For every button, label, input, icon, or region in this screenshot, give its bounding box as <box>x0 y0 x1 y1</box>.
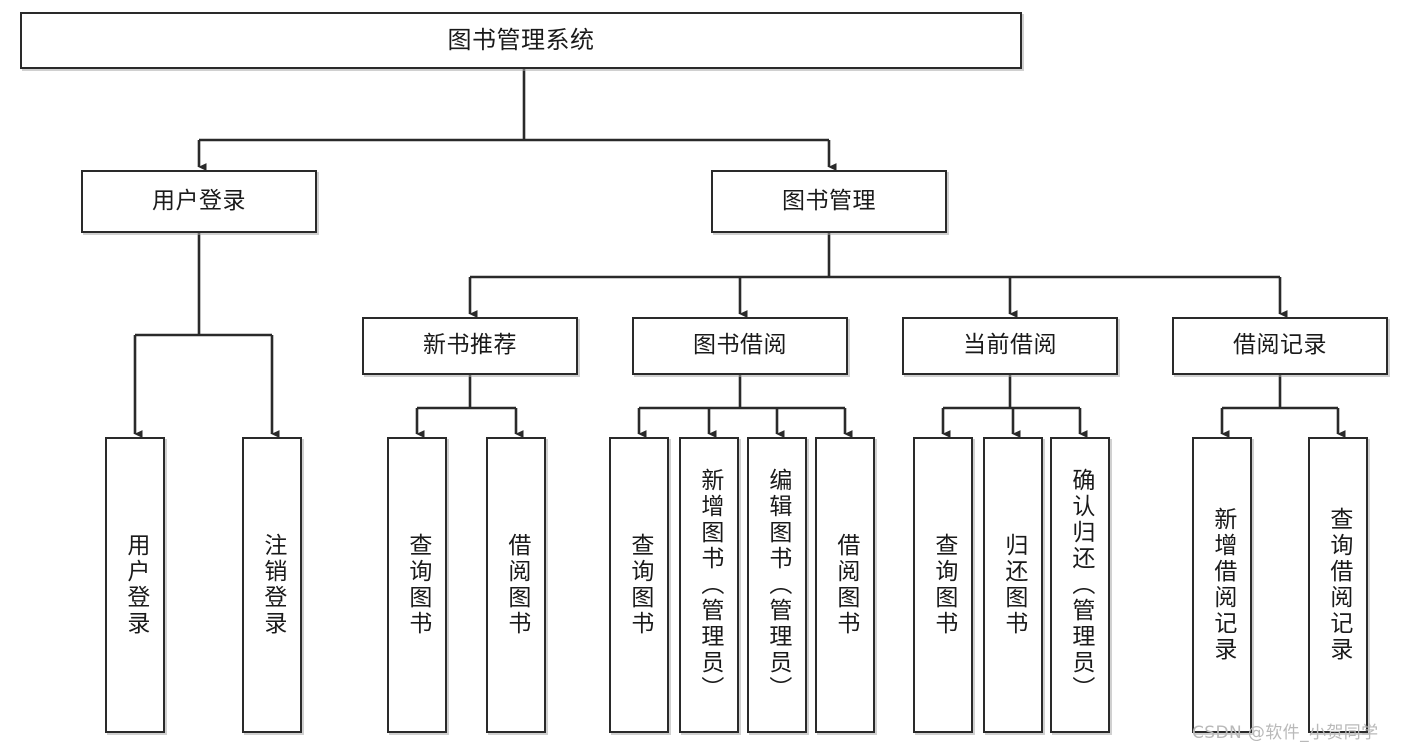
node-label: 借阅图书 <box>503 533 530 637</box>
node-label: 新增借阅记录 <box>1209 507 1236 663</box>
node-leaf-rec-1[interactable]: 新增借阅记录 <box>1192 437 1252 733</box>
node-label: 查询图书 <box>626 533 653 637</box>
edge-group <box>133 69 1346 438</box>
node-leaf-cur-1[interactable]: 查询图书 <box>913 437 973 733</box>
node-label: 编辑图书（管理员） <box>764 468 791 702</box>
node-root[interactable]: 图书管理系统 <box>20 12 1022 69</box>
node-leaf-new-1[interactable]: 查询图书 <box>387 437 447 733</box>
node-label: 确认归还（管理员） <box>1067 468 1094 702</box>
node-leaf-new-2[interactable]: 借阅图书 <box>486 437 546 733</box>
node-label: 借阅记录 <box>1233 332 1327 359</box>
node-label: 图书借阅 <box>693 332 787 359</box>
node-leaf-login-1[interactable]: 用户登录 <box>105 437 165 733</box>
node-bookmgmt[interactable]: 图书管理 <box>711 170 947 233</box>
node-label: 当前借阅 <box>963 332 1057 359</box>
node-label: 归还图书 <box>1000 533 1027 637</box>
node-newbooks[interactable]: 新书推荐 <box>362 317 578 375</box>
node-label: 新书推荐 <box>423 332 517 359</box>
node-leaf-rec-2[interactable]: 查询借阅记录 <box>1308 437 1368 733</box>
node-label: 查询借阅记录 <box>1325 507 1352 663</box>
node-borrow[interactable]: 图书借阅 <box>632 317 848 375</box>
node-label: 图书管理系统 <box>447 26 595 55</box>
node-leaf-borrow-1[interactable]: 查询图书 <box>609 437 669 733</box>
node-records[interactable]: 借阅记录 <box>1172 317 1388 375</box>
node-leaf-cur-3[interactable]: 确认归还（管理员） <box>1050 437 1110 733</box>
node-label: 新增图书（管理员） <box>696 468 723 702</box>
node-leaf-cur-2[interactable]: 归还图书 <box>983 437 1043 733</box>
node-label: 查询图书 <box>404 533 431 637</box>
node-label: 借阅图书 <box>832 533 859 637</box>
node-leaf-login-2[interactable]: 注销登录 <box>242 437 302 733</box>
node-label: 注销登录 <box>259 533 286 637</box>
node-leaf-borrow-2[interactable]: 新增图书（管理员） <box>679 437 739 733</box>
node-current[interactable]: 当前借阅 <box>902 317 1118 375</box>
node-login[interactable]: 用户登录 <box>81 170 317 233</box>
node-leaf-borrow-4[interactable]: 借阅图书 <box>815 437 875 733</box>
node-label: 用户登录 <box>122 533 149 637</box>
node-leaf-borrow-3[interactable]: 编辑图书（管理员） <box>747 437 807 733</box>
node-label: 查询图书 <box>930 533 957 637</box>
csdn-watermark: CSDN @软件_小贺同学 <box>1192 723 1379 743</box>
node-label: 用户登录 <box>152 187 246 214</box>
node-label: 图书管理 <box>782 187 876 214</box>
